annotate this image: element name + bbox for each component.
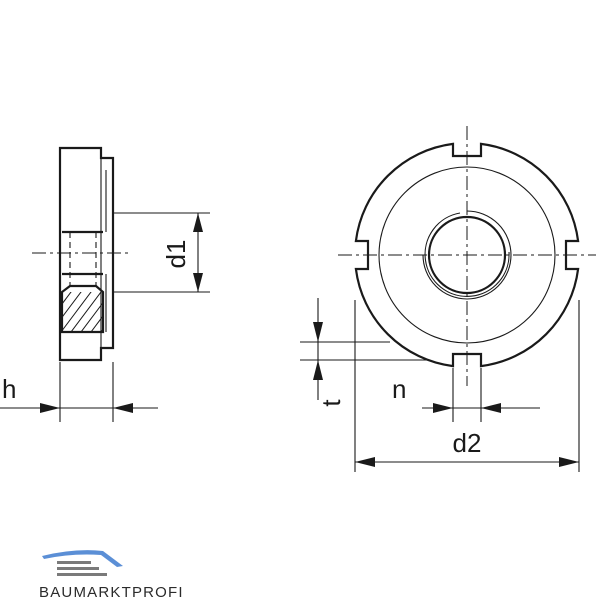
d2-label: d2 bbox=[453, 428, 482, 458]
side-view: d1 h bbox=[0, 146, 210, 422]
baumarktprofi-logo: BAUMARKTPROFI bbox=[39, 550, 184, 600]
outer-contour bbox=[354, 142, 580, 368]
n-label: n bbox=[392, 374, 406, 404]
bore-circle bbox=[427, 215, 507, 295]
front-view: t n d2 bbox=[300, 126, 596, 472]
logo-bar-1 bbox=[57, 561, 91, 564]
side-view-outline bbox=[58, 146, 115, 362]
h-label: h bbox=[2, 374, 16, 404]
logo-text: BAUMARKTPROFI bbox=[39, 584, 184, 600]
d1-label: d1 bbox=[161, 240, 191, 269]
t-dimension: t bbox=[300, 298, 430, 407]
logo-roof-icon bbox=[42, 550, 123, 567]
t-label: t bbox=[316, 399, 346, 407]
logo-bar-2 bbox=[57, 567, 99, 570]
thread-section bbox=[60, 284, 105, 334]
d2-dimension: d2 bbox=[354, 300, 580, 472]
h-dimension: h bbox=[0, 362, 158, 422]
slot-root-circle bbox=[378, 166, 556, 344]
thread-arc bbox=[422, 210, 512, 300]
n-dimension: n bbox=[392, 368, 540, 422]
d1-dimension: d1 bbox=[113, 212, 210, 293]
thread-arc-inner bbox=[424, 212, 510, 297]
hatching bbox=[62, 292, 103, 332]
logo-bar-3 bbox=[57, 573, 107, 576]
